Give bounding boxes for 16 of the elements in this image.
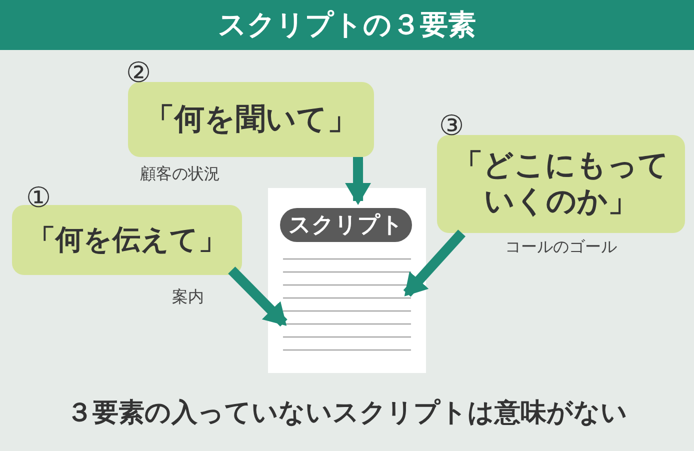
arrow <box>345 157 372 205</box>
arrow <box>403 230 466 297</box>
caption-text: 顧客の状況 <box>140 164 220 184</box>
title-bar: スクリプトの３要素 <box>0 0 694 50</box>
box-text: 「何を聞いて」 <box>144 102 358 138</box>
document-page <box>268 188 426 373</box>
step-number: ③ <box>439 109 464 143</box>
caption-text: 案内 <box>172 287 204 306</box>
caption-text: コールのゴール <box>505 237 617 256</box>
step-number: ② <box>126 56 152 90</box>
footer-note: ３要素の入っていないスクリプトは意味がない <box>66 397 628 430</box>
arrow <box>228 266 288 327</box>
script-heading: スクリプト <box>280 208 412 242</box>
step-number: ① <box>26 181 52 215</box>
box-text: 「どこにもっていくのか」 <box>452 148 670 220</box>
box-text: 「何を伝えて」 <box>26 223 228 257</box>
